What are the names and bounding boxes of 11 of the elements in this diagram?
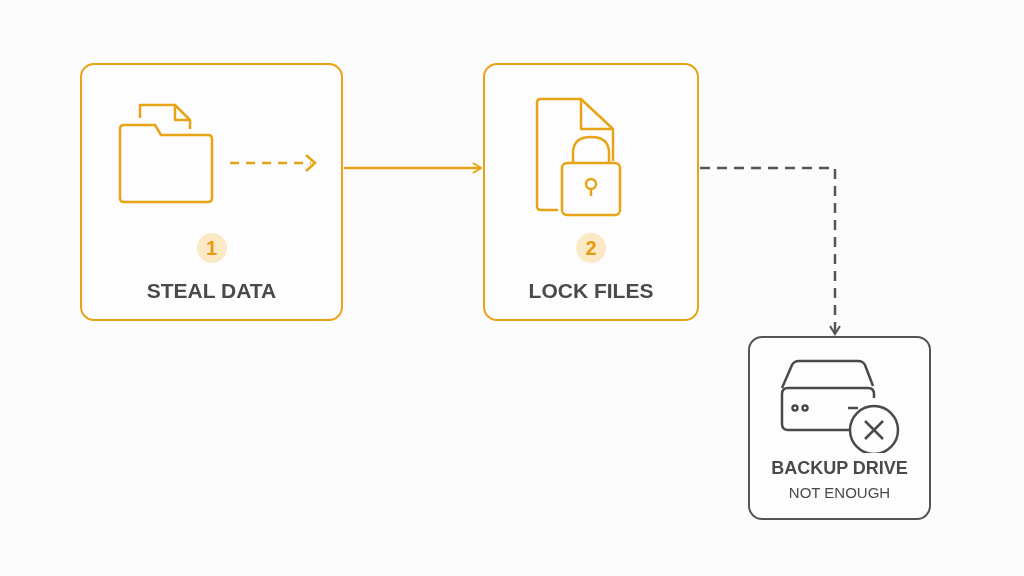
step-card (483, 63, 699, 321)
drive-card (748, 336, 931, 520)
step-label: LOCK FILES (527, 279, 655, 303)
step-number: 2 (576, 233, 606, 263)
drive-label: BACKUP DRIVE (770, 458, 909, 479)
dashed-arrow (700, 166, 841, 335)
step-card (80, 63, 343, 321)
arrow (344, 162, 482, 174)
step-label: STEAL DATA (145, 279, 278, 303)
step-number: 1 (196, 233, 227, 263)
status-text: NOT ENOUGH (787, 484, 892, 501)
